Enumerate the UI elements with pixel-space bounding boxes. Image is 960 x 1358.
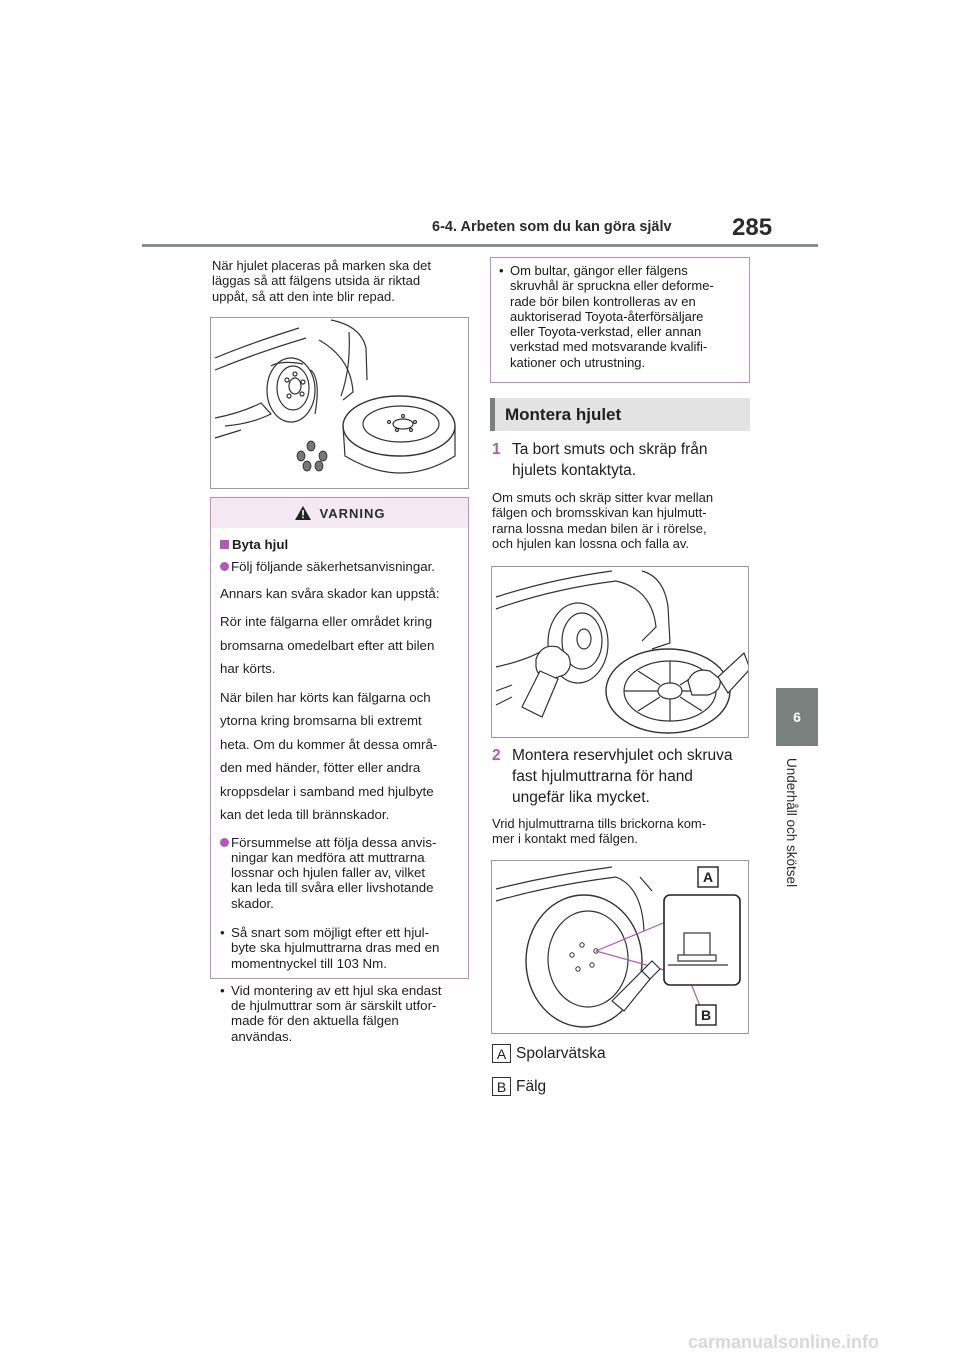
legend-key: A xyxy=(492,1044,511,1063)
step-1-description: Om smuts och skräp sitter kvar mellan fä… xyxy=(492,490,713,551)
figure-mount-wheel: A B xyxy=(491,860,749,1034)
intro-paragraph: När hjulet placeras på marken ska det lä… xyxy=(212,258,431,304)
bullet-dot-icon xyxy=(220,837,229,847)
step-1: 1 Ta bort smuts och skräp från hjulets k… xyxy=(492,439,708,481)
warning-bullet-line: momentnyckel till 103 Nm. xyxy=(231,955,387,971)
warning-line: har körts. xyxy=(220,661,276,676)
section-header: 6-4. Arbeten som du kan göra själv xyxy=(432,219,672,235)
step-line: fast hjulmuttrarna för hand xyxy=(512,768,693,785)
step-2: 2 Montera reservhjulet och skruva fast h… xyxy=(492,745,733,808)
warning-header: VARNING xyxy=(211,498,468,528)
warning-line: kan det leda till brännskador. xyxy=(220,807,390,822)
warning-section-label: Byta hjul xyxy=(232,537,289,552)
step-line: ungefär lika mycket. xyxy=(512,789,650,806)
step-2-description: Vrid hjulmuttrarna tills brickorna kom- … xyxy=(492,816,706,847)
warning-dot-line: lossnar och hjulen faller av, vilket xyxy=(231,865,426,881)
note-line: verkstad med motsvarande kvalifi- xyxy=(510,339,708,355)
wheel-on-ground-illustration xyxy=(214,319,456,474)
warning-line: ytorna kring bromsarna bli extremt xyxy=(220,713,422,728)
callout-label-a: A xyxy=(703,869,713,885)
warning-box: VARNING Byta hjul Följ följande säkerhet… xyxy=(210,497,469,1044)
warning-title: VARNING xyxy=(319,505,386,521)
warning-bullet-line: de hjulmuttrar som är särskilt utfor- xyxy=(231,998,437,1014)
step-line: Montera reservhjulet och skruva xyxy=(512,747,733,764)
warning-triangle-icon xyxy=(294,506,311,520)
warning-line: bromsarna omedelbart efter att bilen xyxy=(220,637,435,653)
warning-bullet-line: Så snart som möjligt efter ett hjul- xyxy=(231,924,430,940)
step-line: hjulets kontaktyta. xyxy=(512,462,637,479)
warning-dot-item: Följ följande säkerhetsanvisningar. xyxy=(220,555,459,579)
warning-dot-line: kan leda till svåra eller livshotande xyxy=(231,880,434,896)
step-line: Ta bort smuts och skräp från xyxy=(512,441,708,458)
desc-line: mer i kontakt med fälgen. xyxy=(492,831,638,847)
page-number: 285 xyxy=(732,214,773,241)
warning-dot-line: skador. xyxy=(231,895,274,911)
bullet-dot-icon xyxy=(220,562,229,571)
chapter-tab: 6 xyxy=(776,688,818,746)
watermark: carmanualsonline.info xyxy=(688,1332,880,1352)
desc-line: rarna lossna medan bilen är i rörelse, xyxy=(492,520,707,536)
warning-bullet-line: användas. xyxy=(231,1028,293,1044)
callout-label-b: B xyxy=(701,1007,711,1023)
note-bullet: Om bultar, gängor eller fälgens skruvhål… xyxy=(499,263,743,370)
note-line: eller Toyota-verkstad, eller annan xyxy=(510,324,702,340)
clean-contact-illustration xyxy=(495,570,748,734)
legend-key: B xyxy=(492,1077,511,1096)
legend-label: Fälg xyxy=(516,1077,547,1095)
warning-section-title: Byta hjul xyxy=(220,537,459,552)
note-line: rade bör bilen kontrolleras av en xyxy=(510,293,696,309)
legend-label: Spolarvätska xyxy=(516,1044,606,1062)
warning-line: Annars kan svåra skador kan uppstå: xyxy=(220,585,440,601)
legend-item-b: B Fälg xyxy=(492,1077,546,1096)
desc-line: Vrid hjulmuttrarna tills brickorna kom- xyxy=(492,816,707,831)
warning-dot-text: Följ följande säkerhetsanvisningar. xyxy=(231,559,436,574)
step-text: Ta bort smuts och skräp från hjulets kon… xyxy=(492,439,708,481)
step-text: Montera reservhjulet och skruva fast hju… xyxy=(492,745,733,808)
figure-wheel-on-ground xyxy=(210,317,469,489)
intro-line: uppåt, så att den inte blir repad. xyxy=(212,288,395,304)
warning-dot-item: Försummelse att följa dessa anvis- ninga… xyxy=(220,835,459,911)
step-number: 1 xyxy=(492,441,501,458)
header-divider xyxy=(142,244,818,247)
figure-clean-contact-surface xyxy=(491,566,749,738)
intro-line: läggas så att fälgens utsida är riktad xyxy=(212,273,421,289)
desc-line: fälgen och bromsskivan kan hjulmutt- xyxy=(492,505,707,521)
warning-bullet-item: Så snart som möjligt efter ett hjul- byt… xyxy=(220,925,459,971)
note-line: skruvhål är spruckna eller deforme- xyxy=(510,278,714,294)
section-marker-icon xyxy=(220,540,229,549)
note-line: auktoriserad Toyota-återförsäljare xyxy=(510,308,704,324)
warning-bullet-line: Vid montering av ett hjul ska endast xyxy=(231,982,442,998)
note-line: Om bultar, gängor eller fälgens xyxy=(510,263,688,278)
warning-line: den med händer, fötter eller andra xyxy=(220,760,421,775)
section-title: Montera hjulet xyxy=(490,398,750,431)
legend-item-a: A Spolarvätska xyxy=(492,1044,606,1063)
warning-line: kroppsdelar i samband med hjulbyte xyxy=(220,783,434,799)
desc-line: Om smuts och skräp sitter kvar mellan xyxy=(492,490,714,505)
step-number: 2 xyxy=(492,747,501,764)
warning-bullet-item: Vid montering av ett hjul ska endast de … xyxy=(220,983,459,1044)
warning-dot-line: Försummelse att följa dessa anvis- xyxy=(231,834,437,850)
chapter-label: Underhåll och skötsel xyxy=(784,758,799,888)
warning-line: heta. Om du kommer åt dessa områ- xyxy=(220,736,438,752)
warning-line: När bilen har körts kan fälgarna och xyxy=(220,689,431,705)
note-line: kationer och utrustning. xyxy=(510,354,646,370)
mount-wheel-illustration: A B xyxy=(495,866,741,1028)
warning-bullet-line: byte ska hjulmuttrarna dras med en xyxy=(231,940,440,956)
note-box: Om bultar, gängor eller fälgens skruvhål… xyxy=(490,257,750,383)
warning-dot-line: ningar kan medföra att muttrarna xyxy=(231,849,425,865)
warning-line: Rör inte fälgarna eller området kring xyxy=(220,614,433,629)
intro-line: När hjulet placeras på marken ska det xyxy=(212,258,431,273)
warning-bullet-line: made för den aktuella fälgen xyxy=(231,1013,399,1029)
desc-line: och hjulen kan lossna och falla av. xyxy=(492,535,690,551)
warning-body: Byta hjul Följ följande säkerhetsanvisni… xyxy=(211,528,468,1044)
